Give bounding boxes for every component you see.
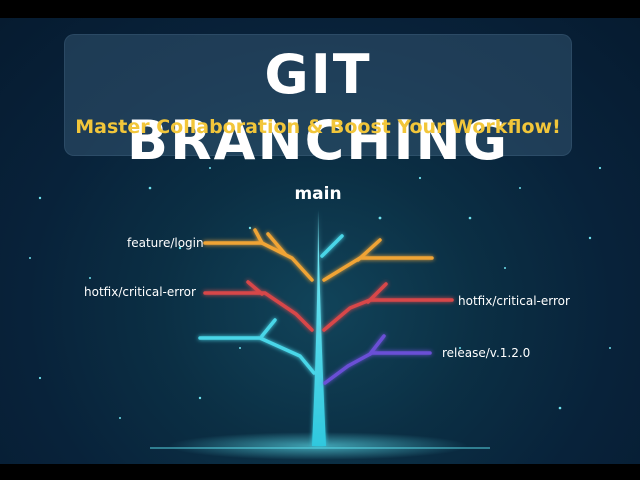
page-title: GIT BRANCHING — [126, 43, 510, 172]
main-trunk — [312, 210, 326, 446]
branch-label-hotfix-left: hotfix/critical-error — [84, 285, 196, 299]
branch-trunk-offshoots — [198, 234, 344, 375]
branch-label-release: release/v.1.2.0 — [442, 346, 531, 360]
branch-hotfix-left — [203, 280, 314, 332]
poster-frame: GIT BRANCHING Master Collaboration & Boo… — [0, 18, 640, 464]
branch-label-hotfix-right: hotfix/critical-error — [458, 294, 570, 308]
branch-tree-diagram — [29, 166, 611, 460]
header-panel: GIT BRANCHING Master Collaboration & Boo… — [64, 34, 572, 172]
branch-label-feature-login: feature/login — [127, 236, 204, 250]
branch-feature-login — [203, 228, 434, 282]
trunk-label-main: main — [294, 184, 342, 204]
branch-release — [323, 334, 432, 385]
star-field — [29, 166, 611, 419]
branch-hotfix-right — [322, 282, 454, 332]
page-subtitle: Master Collaboration & Boost Your Workfl… — [75, 116, 561, 138]
